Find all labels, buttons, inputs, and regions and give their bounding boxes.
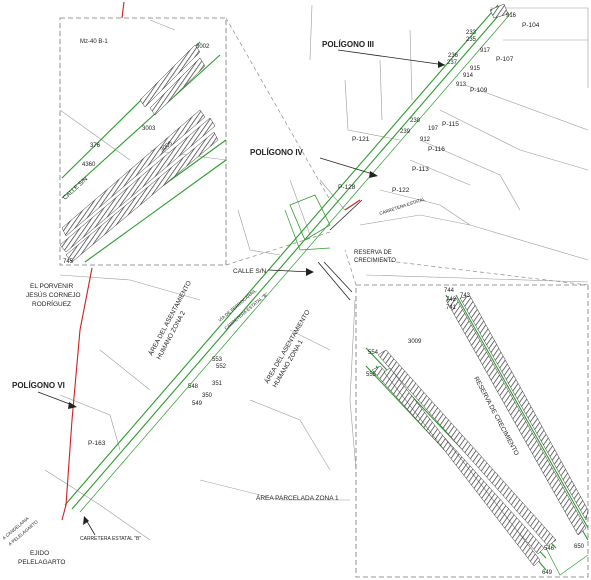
lot-916: 916 <box>506 13 517 19</box>
lot-239: 239 <box>400 129 411 135</box>
lot-233: 233 <box>466 30 477 36</box>
lot-197: 197 <box>428 126 439 132</box>
label-carretera-estatal: CARRETERA ESTATAL "B" <box>80 536 141 542</box>
boundary-line <box>61 1 361 521</box>
label-asentamiento-1a: ÁREA DEL ASENTAMIENTO <box>262 308 312 385</box>
label-poligono-vi: POLÍGONO VI <box>12 381 65 390</box>
label-parcelada: ÁREA PARCELADA ZONA 1 <box>256 493 339 502</box>
label-poligono-iv: POLÍGONO IV <box>250 148 304 157</box>
label-poligono-iii: POLÍGONO III <box>322 40 374 49</box>
label-ejido-1: EJIDO <box>30 550 49 557</box>
lot-546: 546 <box>544 546 555 552</box>
inset-leaders <box>225 17 589 286</box>
lot-741: 741 <box>446 305 457 311</box>
lot-555: 555 <box>366 372 377 378</box>
parcel-lines-lower <box>44 274 357 541</box>
parcel-p113: P-113 <box>412 166 429 173</box>
lot-744: 744 <box>444 288 455 294</box>
pointer-arrows <box>37 49 446 536</box>
label-reserva: RESERVA DE <box>354 250 392 256</box>
lot-549: 549 <box>192 401 203 407</box>
lot-3003: 3003 <box>142 126 156 132</box>
lot-912: 912 <box>420 137 431 143</box>
lot-552: 552 <box>216 364 227 370</box>
lot-742: 742 <box>446 297 457 303</box>
inset-lower-right <box>355 284 589 578</box>
label-mz: Mz-40 B-1 <box>80 39 108 45</box>
label-carretera-estatal-small: CARRETERA ESTATAL <box>379 196 426 216</box>
lot-650: 650 <box>574 544 585 550</box>
label-crecimiento: CRECIMIENTO <box>354 258 396 264</box>
lot-238: 238 <box>410 118 421 124</box>
lot-917: 917 <box>480 48 491 54</box>
lot-4360: 4360 <box>82 162 96 168</box>
lot-3002: 3002 <box>196 44 210 50</box>
lot-3009: 3009 <box>408 339 422 345</box>
label-porvenir-1: EL PORVENIR <box>30 283 74 290</box>
lot-745: 745 <box>63 259 74 265</box>
parcel-p115: P-115 <box>442 121 459 128</box>
inset-upper-left <box>59 17 227 266</box>
parcel-p163: P-163 <box>88 440 106 447</box>
parcel-p122: P-122 <box>392 187 410 194</box>
lot-236: 236 <box>448 53 459 59</box>
parcel-p128: P-128 <box>338 184 356 191</box>
label-porvenir-3: RODRÍGUEZ <box>32 299 71 308</box>
railway-corridor <box>64 3 513 513</box>
parcel-lines-upper <box>237 4 589 283</box>
lot-548: 548 <box>188 384 199 390</box>
lot-554: 554 <box>368 350 379 356</box>
parcel-p109: P-109 <box>470 87 488 94</box>
lot-915: 915 <box>470 66 481 72</box>
lot-237: 237 <box>447 60 458 66</box>
label-ejido-2: PELELAGARTO <box>18 559 65 566</box>
parcel-p116: P-116 <box>428 146 445 153</box>
label-porvenir-2: JESÚS CORNEJO <box>26 290 81 299</box>
lot-913: 913 <box>456 82 467 88</box>
lot-351: 351 <box>212 381 223 387</box>
parcel-p104: P-104 <box>522 22 540 29</box>
lot-350: 350 <box>202 393 213 399</box>
parcel-p121: P-121 <box>352 136 370 143</box>
lot-743: 743 <box>460 293 471 299</box>
lot-553: 553 <box>212 357 223 363</box>
lot-649: 649 <box>542 570 553 576</box>
label-calle-sn: CALLE S/N <box>233 268 267 275</box>
lot-914: 914 <box>463 73 474 79</box>
lot-376: 376 <box>90 143 101 149</box>
lot-235: 235 <box>466 37 477 43</box>
parcel-p107: P-107 <box>496 56 514 63</box>
